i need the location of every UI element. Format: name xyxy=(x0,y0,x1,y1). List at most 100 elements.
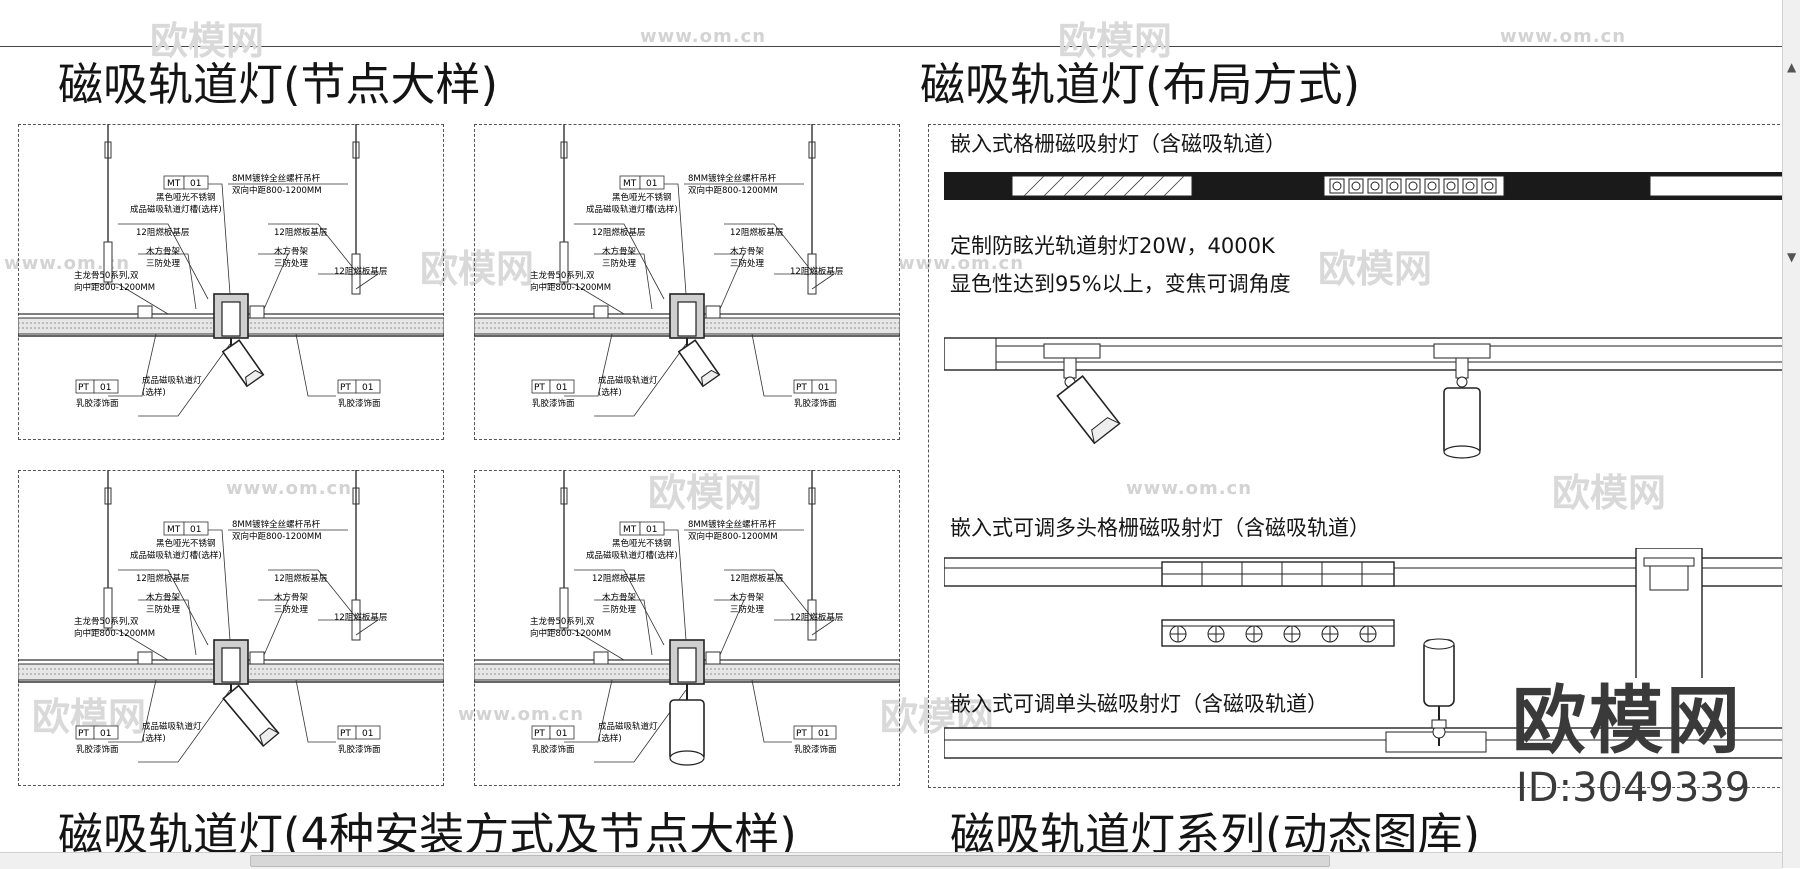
lamp-select: (选样) xyxy=(598,733,622,744)
pt-code: PT xyxy=(534,729,545,739)
single-head-spotlight-label: 嵌入式可调单头磁吸射灯（含磁吸轨道） xyxy=(950,692,1328,716)
steel-label: 黑色哑光不锈钢 xyxy=(612,538,672,549)
board-left-label: 12阻燃板基层 xyxy=(136,573,189,584)
vertical-scrollbar[interactable]: ▲ ▼ xyxy=(1782,0,1800,868)
node-detail-drawing-1: MT 01 8MM镀锌全丝螺杆吊杆 双向中距800-1200MM 黑色哑光不锈钢… xyxy=(18,124,444,417)
title-install-methods: 磁吸轨道灯(4种安装方式及节点大样) xyxy=(58,808,797,861)
watermark-url: www.om.cn xyxy=(640,26,767,47)
wood-right-label: 木方骨架 xyxy=(274,592,309,603)
wood-left-label: 木方骨架 xyxy=(602,246,637,257)
latex-label: 乳胶漆饰面 xyxy=(76,744,119,755)
wood-left-treat: 三防处理 xyxy=(602,604,637,615)
wood-left-treat: 三防处理 xyxy=(146,258,181,269)
pt-code: PT xyxy=(796,729,807,739)
detail-frame-1 xyxy=(18,124,444,440)
pt-code: PT xyxy=(78,729,89,739)
slot-label: 成品磁吸轨道灯槽(选样) xyxy=(130,550,222,561)
pt-number: 01 xyxy=(362,729,373,739)
slot-label: 成品磁吸轨道灯槽(选样) xyxy=(130,204,222,215)
latex-label: 乳胶漆饰面 xyxy=(532,744,575,755)
scroll-down-icon[interactable]: ▼ xyxy=(1787,250,1797,264)
lamp-label: 成品磁吸轨道灯 xyxy=(598,721,658,732)
node-detail-drawing-2: MT 01 8MM镀锌全丝螺杆吊杆 双向中距800-1200MM 黑色哑光不锈钢… xyxy=(474,124,900,417)
board-right-label: 12阻燃板基层 xyxy=(730,573,783,584)
mt-number: 01 xyxy=(646,179,657,189)
mt-code: MT xyxy=(167,525,181,535)
rod-spacing: 双向中距800-1200MM xyxy=(232,531,322,542)
pt-code: PT xyxy=(534,383,545,393)
lamp-select: (选样) xyxy=(142,733,166,744)
watermark: 欧模网 xyxy=(1058,19,1173,63)
watermark-url: www.om.cn xyxy=(226,478,353,499)
watermark-url: www.om.cn xyxy=(1126,478,1253,499)
lamp-label: 成品磁吸轨道灯 xyxy=(142,375,202,386)
wood-left-treat: 三防处理 xyxy=(602,258,637,269)
board-right-label: 12阻燃板基层 xyxy=(730,227,783,238)
latex-label: 乳胶漆饰面 xyxy=(338,744,381,755)
spotlight-spec-line1: 定制防眩光轨道射灯20W，4000K xyxy=(950,234,1275,258)
rod-label: 8MM镀锌全丝螺杆吊杆 xyxy=(232,519,321,530)
board-left-label: 12阻燃板基层 xyxy=(592,573,645,584)
layout-frame xyxy=(928,124,1790,788)
slot-label: 成品磁吸轨道灯槽(选样) xyxy=(586,204,678,215)
watermark: 欧模网 xyxy=(150,19,265,63)
watermark-url: www.om.cn xyxy=(898,253,1025,274)
wood-right-treat: 三防处理 xyxy=(730,258,765,269)
mt-code: MT xyxy=(167,179,181,189)
horizontal-scrollbar[interactable] xyxy=(0,852,1782,869)
pt-number: 01 xyxy=(818,383,829,393)
detail-frame-3 xyxy=(18,470,444,786)
title-dynamic-library: 磁吸轨道灯系列(动态图库) xyxy=(950,808,1481,861)
latex-label: 乳胶漆饰面 xyxy=(338,398,381,409)
steel-label: 黑色哑光不锈钢 xyxy=(156,538,216,549)
keel-label: 主龙骨50系列,双 xyxy=(530,270,595,281)
multi-head-spotlight-label: 嵌入式可调多头格栅磁吸射灯（含磁吸轨道） xyxy=(950,516,1370,540)
board-left-label: 12阻燃板基层 xyxy=(136,227,189,238)
watermark-url: www.om.cn xyxy=(4,253,131,274)
rod-spacing: 双向中距800-1200MM xyxy=(688,185,778,196)
latex-label: 乳胶漆饰面 xyxy=(76,398,119,409)
wood-left-label: 木方骨架 xyxy=(146,592,181,603)
wood-left-label: 木方骨架 xyxy=(146,246,181,257)
spotlight-spec-line2: 显色性达到95%以上，变焦可调角度 xyxy=(950,272,1291,296)
pt-code: PT xyxy=(340,383,351,393)
title-node-detail: 磁吸轨道灯(节点大样) xyxy=(58,58,499,111)
pt-number: 01 xyxy=(100,729,111,739)
keel-label: 主龙骨50系列,双 xyxy=(74,616,139,627)
pt-code: PT xyxy=(340,729,351,739)
board-left-label: 12阻燃板基层 xyxy=(592,227,645,238)
wood-right-label: 木方骨架 xyxy=(730,592,765,603)
steel-label: 黑色哑光不锈钢 xyxy=(156,192,216,203)
latex-label: 乳胶漆饰面 xyxy=(794,398,837,409)
board-base-label: 12阻燃板基层 xyxy=(790,266,843,277)
track-spotlight-drawing xyxy=(944,337,1784,459)
title-layout: 磁吸轨道灯(布局方式) xyxy=(920,58,1361,111)
mt-code: MT xyxy=(623,525,637,535)
wood-right-label: 木方骨架 xyxy=(274,246,309,257)
horizontal-scroll-thumb[interactable] xyxy=(250,855,1330,867)
wood-left-label: 木方骨架 xyxy=(602,592,637,603)
wood-right-treat: 三防处理 xyxy=(274,604,309,615)
top-border-line xyxy=(0,46,1790,47)
pt-code: PT xyxy=(78,383,89,393)
slot-label: 成品磁吸轨道灯槽(选样) xyxy=(586,550,678,561)
keel-label: 主龙骨50系列,双 xyxy=(530,616,595,627)
board-base-label: 12阻燃板基层 xyxy=(334,612,387,623)
steel-label: 黑色哑光不锈钢 xyxy=(612,192,672,203)
lamp-label: 成品磁吸轨道灯 xyxy=(142,721,202,732)
lamp-select: (选样) xyxy=(142,387,166,398)
pt-number: 01 xyxy=(556,383,567,393)
board-right-label: 12阻燃板基层 xyxy=(274,573,327,584)
rod-spacing: 双向中距800-1200MM xyxy=(688,531,778,542)
keel-spacing: 向中距800-1200MM xyxy=(74,282,155,293)
model-id: ID:3049339 xyxy=(1516,765,1751,811)
detail-frame-4 xyxy=(474,470,900,786)
scroll-up-icon[interactable]: ▲ xyxy=(1787,60,1797,74)
latex-label: 乳胶漆饰面 xyxy=(532,398,575,409)
pt-code: PT xyxy=(796,383,807,393)
pt-number: 01 xyxy=(362,383,373,393)
pt-number: 01 xyxy=(556,729,567,739)
wood-right-treat: 三防处理 xyxy=(730,604,765,615)
keel-spacing: 向中距800-1200MM xyxy=(74,628,155,639)
rod-spacing: 双向中距800-1200MM xyxy=(232,185,322,196)
